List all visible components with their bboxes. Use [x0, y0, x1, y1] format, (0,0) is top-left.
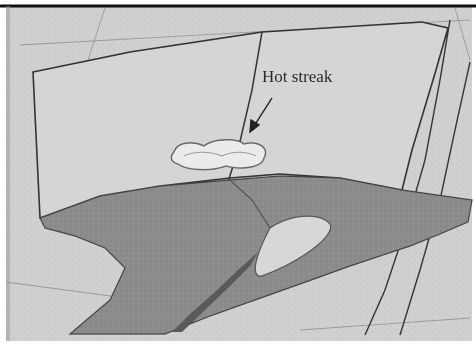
hot-streak-label: Hot streak: [262, 67, 333, 86]
left-edge-shadow: [6, 6, 10, 341]
